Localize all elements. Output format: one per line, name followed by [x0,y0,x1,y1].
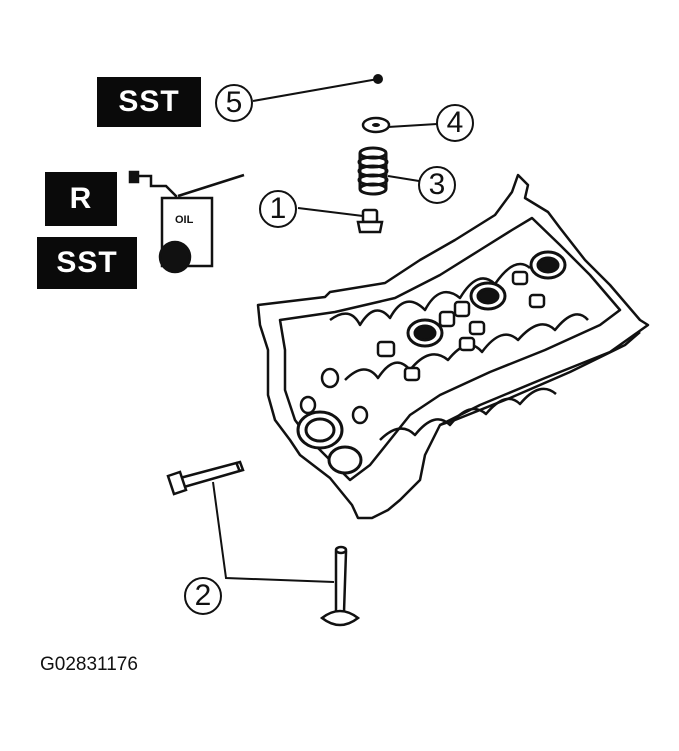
r-tag: R [45,172,117,226]
leader-lines [212,78,438,583]
leader-4 [387,123,438,128]
leader-2 [212,481,335,583]
part-2-valve-vertical [319,545,361,627]
valve-ports [296,250,567,475]
part-1-stem-seal [356,208,384,234]
part-2-valve-horizontal [166,460,245,496]
sst-tag-left: SST [37,237,137,289]
callout-2: 2 [184,577,222,615]
oil-label: OIL [175,214,194,226]
callout-1: 1 [259,190,297,228]
leader-3 [387,175,420,182]
cylinder-head [256,173,650,520]
leader-5 [252,78,379,102]
callout-4: 4 [436,104,474,142]
valve-guides [299,270,546,425]
callout-5: 5 [215,84,253,122]
leader-1 [297,207,364,217]
sst-tag-top: SST [97,77,201,127]
figure-id: G02831176 [40,654,138,675]
part-5-ball [373,74,383,84]
part-3-spring [357,146,389,196]
oil-can-icon [128,170,245,274]
part-4-washer [361,116,391,134]
callout-3: 3 [418,166,456,204]
